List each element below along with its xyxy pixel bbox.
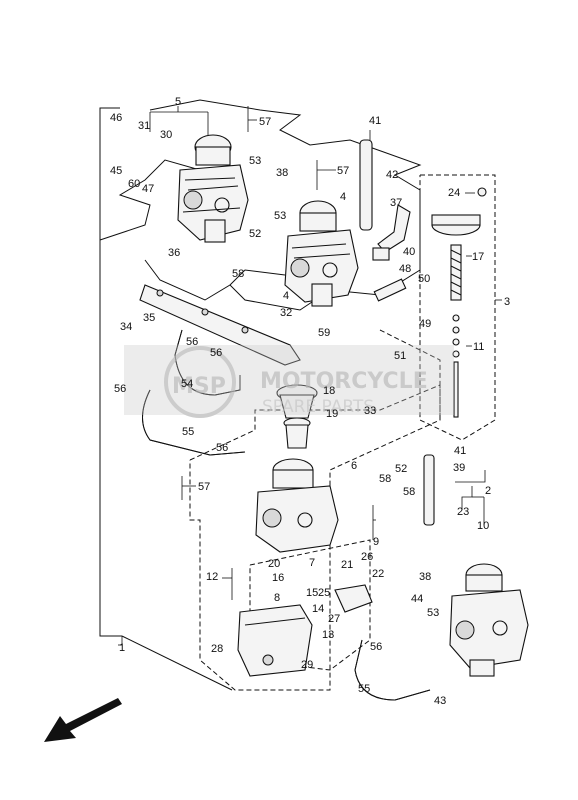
callout-29: 29 — [301, 659, 313, 671]
watermark: MSP MOTORCYCLE SPARE PARTS — [124, 345, 454, 418]
watermark-line1: MOTORCYCLE — [260, 369, 428, 394]
callout-48: 48 — [399, 263, 411, 275]
callout-51: 51 — [394, 350, 406, 362]
callout-8: 8 — [274, 592, 280, 604]
callout-6: 6 — [351, 460, 357, 472]
callout-37: 37 — [390, 197, 402, 209]
callout-58: 58 — [232, 268, 244, 280]
carburetor-upper-right — [284, 200, 359, 307]
callout-35: 35 — [143, 312, 155, 324]
callout-55: 55 — [358, 683, 370, 695]
callout-38: 38 — [419, 571, 431, 583]
watermark-logo: MSP — [172, 374, 226, 399]
callout-9: 9 — [373, 536, 379, 548]
callout-19: 19 — [326, 408, 338, 420]
callout-32: 32 — [280, 307, 292, 319]
callout-39: 39 — [453, 462, 465, 474]
callout-30: 30 — [160, 129, 172, 141]
callout-34: 34 — [120, 321, 132, 333]
hoses-pipes — [142, 139, 435, 701]
direction-arrow — [44, 698, 122, 742]
watermark-line2: SPARE PARTS — [262, 397, 374, 417]
callout-57: 57 — [259, 116, 271, 128]
callout-5: 5 — [175, 96, 181, 108]
callout-44: 44 — [411, 593, 423, 605]
callout-13: 13 — [322, 629, 334, 641]
callout-56: 56 — [210, 347, 222, 359]
callout-60: 60 — [128, 178, 140, 190]
callout-56: 56 — [114, 383, 126, 395]
callout-58: 58 — [379, 473, 391, 485]
diaphragm-cap-assembly — [431, 187, 487, 418]
callout-3: 3 — [504, 296, 510, 308]
callout-26: 26 — [361, 551, 373, 563]
callout-40: 40 — [403, 246, 415, 258]
callout-56: 56 — [370, 641, 382, 653]
callout-27: 27 — [328, 613, 340, 625]
callout-57: 57 — [198, 481, 210, 493]
callout-52: 52 — [395, 463, 407, 475]
callout-53: 53 — [427, 607, 439, 619]
linkage-plate — [139, 284, 301, 366]
callout-58: 58 — [403, 486, 415, 498]
callout-1: 1 — [119, 642, 125, 654]
assembly-bracket — [99, 107, 233, 691]
float-cover — [334, 584, 373, 613]
callout-17: 17 — [472, 251, 484, 263]
carburetor-upper-left — [177, 134, 249, 243]
callout-46: 46 — [110, 112, 122, 124]
callout-38: 38 — [276, 167, 288, 179]
callout-55: 55 — [182, 426, 194, 438]
callout-15: 15 — [306, 587, 318, 599]
callout-25: 25 — [318, 587, 330, 599]
callout-31: 31 — [138, 120, 150, 132]
callout-41: 41 — [369, 115, 381, 127]
callout-49: 49 — [419, 318, 431, 330]
callout-16: 16 — [272, 572, 284, 584]
callout-22: 22 — [372, 568, 384, 580]
callout-10: 10 — [477, 520, 489, 532]
callout-36: 36 — [168, 247, 180, 259]
callout-11: 11 — [473, 341, 484, 353]
callout-56: 56 — [186, 336, 198, 348]
assembly-outlines — [99, 99, 422, 311]
leader-lines — [118, 106, 502, 646]
callout-53: 53 — [274, 210, 286, 222]
callout-52: 52 — [249, 228, 261, 240]
callout-18: 18 — [323, 385, 335, 397]
callout-59: 59 — [318, 327, 330, 339]
callout-57: 57 — [337, 165, 349, 177]
callout-54: 54 — [181, 378, 193, 390]
callout-labels: 1 2 3 4 4 5 6 7 8 9 10 11 12 13 14 15 16… — [110, 96, 510, 707]
callout-42: 42 — [386, 169, 398, 181]
callout-28: 28 — [211, 643, 223, 655]
callout-45: 45 — [110, 165, 122, 177]
callout-56: 56 — [216, 442, 228, 454]
callout-24: 24 — [448, 187, 460, 199]
callout-43: 43 — [434, 695, 446, 707]
callout-4: 4 — [340, 191, 346, 203]
callout-23: 23 — [457, 506, 469, 518]
callout-14: 14 — [312, 603, 324, 615]
carburetor-center — [237, 458, 339, 677]
callout-4: 4 — [283, 290, 289, 302]
diaphragm-parts — [276, 384, 318, 449]
callout-21: 21 — [341, 559, 353, 571]
callout-53: 53 — [249, 155, 261, 167]
callout-2: 2 — [485, 485, 491, 497]
callout-47: 47 — [142, 183, 154, 195]
carburetor-lower-right — [449, 563, 529, 677]
callout-12: 12 — [206, 571, 218, 583]
callout-33: 33 — [364, 405, 376, 417]
callout-20: 20 — [268, 558, 280, 570]
callout-7: 7 — [309, 557, 315, 569]
callout-41: 41 — [454, 445, 466, 457]
callout-50: 50 — [418, 273, 430, 285]
